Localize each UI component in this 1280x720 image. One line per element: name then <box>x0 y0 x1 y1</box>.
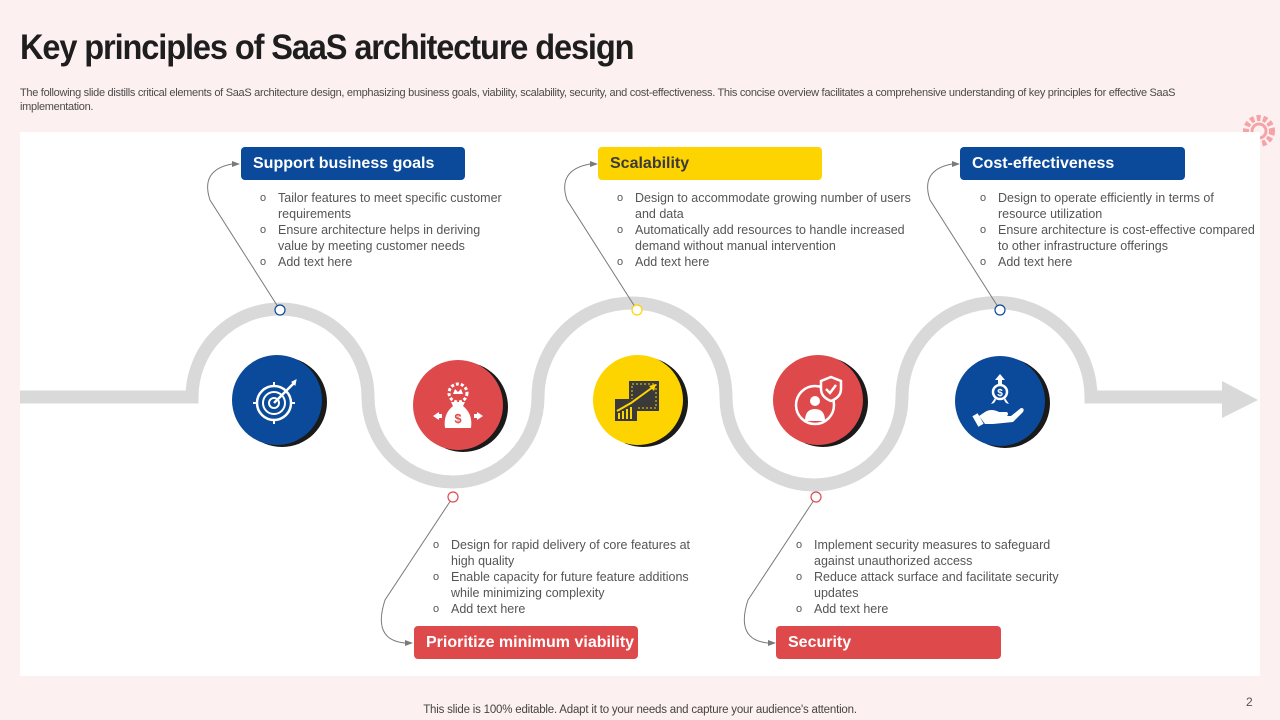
bullet-item: Design for rapid delivery of core featur… <box>431 537 691 569</box>
bullet-item: Add text here <box>258 254 508 270</box>
bullet-item: Design to operate efficiently in terms o… <box>978 190 1258 222</box>
step-label-cost-effectiveness: Cost-effectiveness <box>960 147 1185 180</box>
step-icon-cost-effectiveness: $ <box>955 356 1045 446</box>
step-label-prioritize-minimum-viability: Prioritize minimum viability <box>414 626 638 659</box>
bullet-item: Reduce attack surface and facilitate sec… <box>794 569 1064 601</box>
step-icon-scalability <box>593 355 683 445</box>
slide-footer: This slide is 100% editable. Adapt it to… <box>423 704 857 716</box>
scale-up-growth-icon <box>615 381 659 421</box>
page-number: 2 <box>1246 695 1253 709</box>
money-bag-gear-icon: $ <box>433 382 483 428</box>
bullet-item: Implement security measures to safeguard… <box>794 537 1064 569</box>
step-bullets-cost-effectiveness: Design to operate efficiently in terms o… <box>978 190 1258 270</box>
step-bullets-support-business-goals: Tailor features to meet specific custome… <box>258 190 508 270</box>
hand-money-growth-icon: $ <box>972 374 1024 427</box>
bullet-item: Ensure architecture is cost-effective co… <box>978 222 1258 254</box>
step-bullets-prioritize-minimum-viability: Design for rapid delivery of core featur… <box>431 537 691 617</box>
bullet-item: Add text here <box>615 254 915 270</box>
bullet-item: Add text here <box>794 601 1064 617</box>
bullet-item: Automatically add resources to handle in… <box>615 222 915 254</box>
svg-text:$: $ <box>997 388 1003 399</box>
slide-title: Key principles of SaaS architecture desi… <box>20 28 635 67</box>
bullet-item: Tailor features to meet specific custome… <box>258 190 508 222</box>
bullet-item: Design to accommodate growing number of … <box>615 190 915 222</box>
step-label-support-business-goals: Support business goals <box>241 147 465 180</box>
step-icon-prioritize-minimum-viability: $ <box>413 360 503 450</box>
step-bullets-security: Implement security measures to safeguard… <box>794 537 1064 617</box>
bullet-item: Ensure architecture helps in deriving va… <box>258 222 508 254</box>
user-shield-icon <box>794 375 843 426</box>
bullet-item: Add text here <box>431 601 691 617</box>
step-icon-security <box>773 355 863 445</box>
step-label-scalability: Scalability <box>598 147 822 180</box>
step-icon-support-business-goals <box>232 355 322 445</box>
step-label-security: Security <box>776 626 1001 659</box>
slide-subtitle: The following slide distills critical el… <box>20 87 1176 113</box>
step-bullets-scalability: Design to accommodate growing number of … <box>615 190 915 270</box>
bullet-item: Enable capacity for future feature addit… <box>431 569 691 601</box>
target-arrow-icon <box>253 379 297 424</box>
bullet-item: Add text here <box>978 254 1258 270</box>
svg-text:$: $ <box>454 411 462 426</box>
